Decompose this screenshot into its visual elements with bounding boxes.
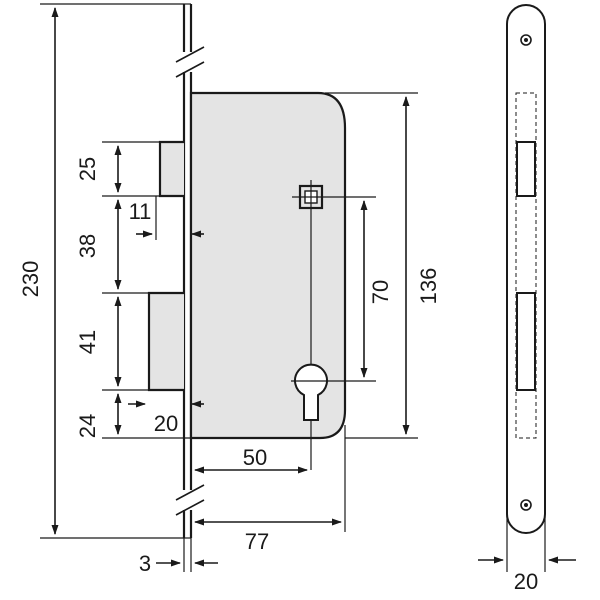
- label-latch-offset: 11: [129, 199, 152, 224]
- dim-case-depth: 77: [194, 425, 346, 554]
- dim-bolt-to-bottom: 24: [75, 393, 191, 439]
- lock-case: [189, 91, 347, 440]
- case-hidden-outline: [515, 92, 537, 439]
- label-latch-height: 25: [75, 157, 100, 181]
- dim-latch-to-bolt: 38: [75, 199, 149, 294]
- screw-hole-top: [520, 34, 532, 46]
- screw-hole-bottom: [520, 499, 532, 511]
- label-latch-to-bolt: 38: [75, 234, 100, 258]
- dead-bolt: [147, 291, 184, 392]
- label-bolt-to-bottom: 24: [75, 414, 100, 438]
- label-bolt-height: 41: [75, 330, 100, 354]
- dim-latch-offset: 11: [129, 196, 204, 240]
- latch-opening: [516, 141, 536, 197]
- break-mark-top: [175, 46, 205, 78]
- label-faceplate-width: 20: [514, 569, 538, 594]
- bolt-opening: [516, 292, 536, 391]
- faceplate-front-view: 20: [478, 4, 576, 594]
- dim-faceplate-width: 20: [478, 505, 576, 594]
- lock-side-view: 230 25 11 38 41: [18, 3, 441, 576]
- label-case-height: 136: [416, 268, 441, 305]
- label-bolt-offset: 20: [154, 411, 178, 436]
- label-centre-distance: 70: [368, 280, 393, 304]
- dim-backset: 50: [194, 445, 308, 474]
- label-faceplate-thickness: 3: [139, 551, 151, 576]
- dim-case-height: 136: [325, 92, 441, 439]
- latch-bolt: [158, 140, 184, 198]
- dim-bolt-height: 41: [75, 296, 149, 391]
- dim-latch-height: 25: [75, 141, 160, 197]
- dim-overall-height: 230: [18, 3, 184, 539]
- spindle-hole: [292, 180, 345, 470]
- break-mark-bottom: [175, 484, 205, 516]
- dim-bolt-offset: 20: [128, 400, 204, 436]
- faceplate: [506, 4, 546, 534]
- label-backset: 50: [243, 445, 267, 470]
- label-overall-height: 230: [18, 261, 43, 298]
- cylinder-hole: [294, 363, 328, 421]
- dim-faceplate-thickness: 3: [139, 538, 218, 576]
- dim-centre-distance: 70: [345, 196, 393, 382]
- label-case-depth: 77: [245, 529, 269, 554]
